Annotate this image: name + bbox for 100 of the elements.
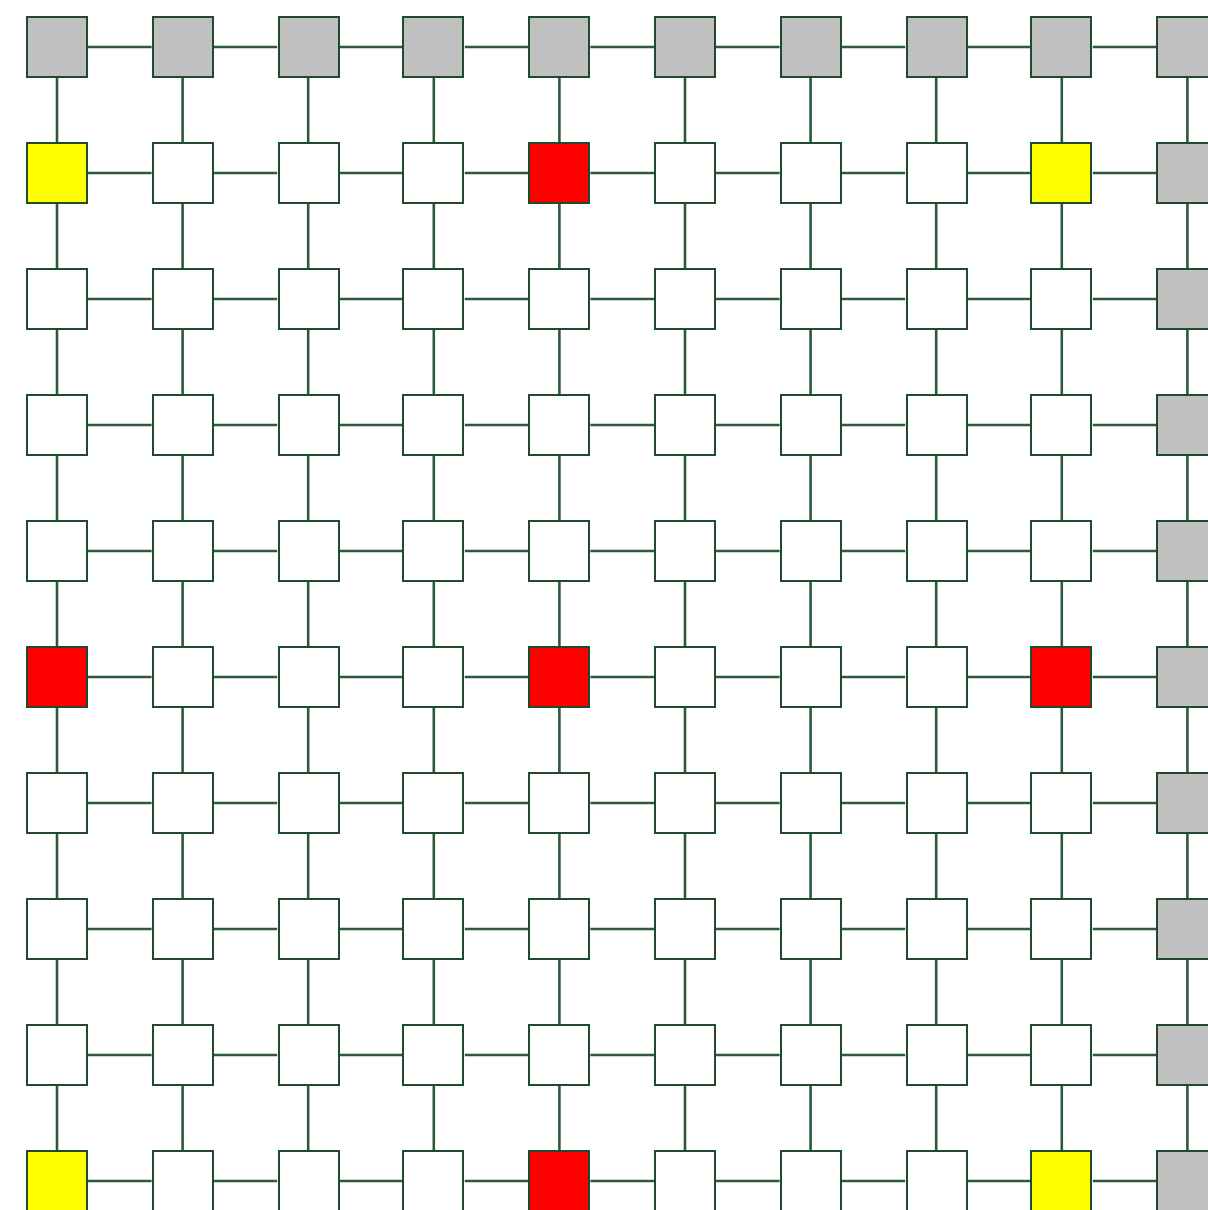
connector-line xyxy=(716,297,780,301)
square-node xyxy=(151,268,214,330)
connector-line xyxy=(181,78,184,142)
connector-line xyxy=(934,78,938,142)
connector-line xyxy=(1060,960,1064,1024)
square-node xyxy=(402,1024,465,1086)
connector-line xyxy=(1060,1086,1064,1150)
square-node xyxy=(1156,520,1208,582)
connector-line xyxy=(683,1086,687,1150)
square-node xyxy=(277,520,340,582)
connector-line xyxy=(55,1086,59,1150)
connector-line xyxy=(464,423,529,427)
connector-line xyxy=(88,1053,152,1057)
connector-line xyxy=(590,423,654,427)
square-node xyxy=(654,1150,716,1210)
connector-line xyxy=(590,171,654,175)
square-node xyxy=(1030,394,1093,456)
connector-line xyxy=(590,927,654,931)
connector-line xyxy=(716,801,780,805)
connector-line xyxy=(934,204,938,268)
square-node xyxy=(528,16,591,78)
connector-line xyxy=(1060,834,1064,898)
square-node xyxy=(779,142,842,204)
connector-line xyxy=(55,204,59,268)
connector-line xyxy=(181,1086,184,1150)
connector-line xyxy=(181,708,184,772)
square-node xyxy=(1156,646,1208,708)
square-node xyxy=(151,520,214,582)
connector-line xyxy=(590,45,654,49)
connector-line xyxy=(716,1179,780,1183)
square-node xyxy=(1030,520,1093,582)
connector-line xyxy=(306,960,310,1024)
connector-line xyxy=(1186,78,1189,142)
square-node xyxy=(528,142,591,204)
square-node xyxy=(528,1024,591,1086)
connector-line xyxy=(1092,423,1157,427)
connector-line xyxy=(716,549,780,553)
connector-line xyxy=(683,834,687,898)
connector-line xyxy=(213,423,278,427)
square-node xyxy=(26,1150,88,1210)
square-node xyxy=(905,646,968,708)
square-node xyxy=(151,16,214,78)
connector-line xyxy=(934,330,938,394)
connector-line xyxy=(55,960,59,1024)
connector-line xyxy=(339,171,403,175)
connector-line xyxy=(1186,204,1189,268)
connector-line xyxy=(339,45,403,49)
connector-line xyxy=(213,171,278,175)
connector-line xyxy=(339,675,403,679)
connector-line xyxy=(1092,45,1157,49)
connector-line xyxy=(809,1086,812,1150)
connector-line xyxy=(1092,675,1157,679)
square-node xyxy=(151,898,214,960)
connector-line xyxy=(841,549,906,553)
connector-line xyxy=(1092,549,1157,553)
connector-line xyxy=(841,675,906,679)
square-node xyxy=(277,772,340,834)
connector-line xyxy=(213,927,278,931)
square-node xyxy=(402,772,465,834)
square-node xyxy=(905,520,968,582)
square-node xyxy=(277,646,340,708)
connector-line xyxy=(1060,582,1064,646)
connector-line xyxy=(967,927,1031,931)
connector-line xyxy=(432,330,436,394)
square-node xyxy=(528,898,591,960)
connector-line xyxy=(432,1086,436,1150)
square-node xyxy=(654,898,716,960)
square-node xyxy=(528,772,591,834)
square-node xyxy=(779,1150,842,1210)
connector-line xyxy=(55,456,59,520)
square-node xyxy=(654,520,716,582)
square-node xyxy=(905,1024,968,1086)
connector-line xyxy=(1186,582,1189,646)
connector-line xyxy=(464,801,529,805)
connector-line xyxy=(464,1053,529,1057)
square-node xyxy=(905,898,968,960)
connector-line xyxy=(88,1179,152,1183)
square-node xyxy=(1156,772,1208,834)
connector-line xyxy=(934,834,938,898)
square-node xyxy=(654,268,716,330)
connector-line xyxy=(55,834,59,898)
square-node xyxy=(26,394,88,456)
connector-line xyxy=(809,456,812,520)
connector-line xyxy=(1092,171,1157,175)
connector-line xyxy=(841,297,906,301)
connector-line xyxy=(55,330,59,394)
square-node xyxy=(151,1150,214,1210)
square-node xyxy=(905,1150,968,1210)
connector-line xyxy=(306,78,310,142)
connector-line xyxy=(306,1086,310,1150)
square-node xyxy=(1030,268,1093,330)
square-node xyxy=(779,520,842,582)
connector-line xyxy=(841,171,906,175)
connector-line xyxy=(88,927,152,931)
connector-line xyxy=(590,675,654,679)
square-node xyxy=(26,142,88,204)
square-node xyxy=(1156,394,1208,456)
square-node xyxy=(1156,1024,1208,1086)
connector-line xyxy=(464,1179,529,1183)
connector-line xyxy=(181,960,184,1024)
